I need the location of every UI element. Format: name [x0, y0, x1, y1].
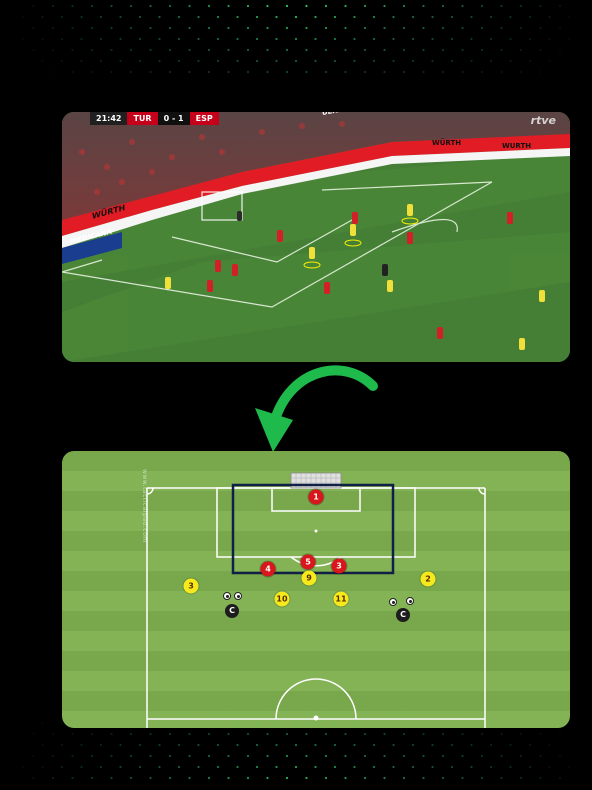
svg-text:WURTH: WURTH [502, 142, 531, 150]
watermark-text: www.tacticalpad.com [141, 469, 148, 543]
tactical-board: www.tacticalpad.com 1 4 5 3 3 9 10 11 2 … [62, 451, 570, 728]
yellow-player-11[interactable]: 11 [333, 591, 349, 607]
broadcaster-logo: rtve [530, 114, 556, 127]
ball-icon[interactable] [406, 597, 414, 605]
match-score: 0 - 1 [157, 112, 190, 125]
yellow-player-3[interactable]: 3 [183, 578, 199, 594]
match-clock: 21:42 [90, 112, 128, 125]
yellow-player-10[interactable]: 10 [274, 591, 290, 607]
red-player-4[interactable]: 4 [260, 561, 276, 577]
ball-icon[interactable] [389, 598, 397, 606]
top-dot-pattern [21, 4, 571, 74]
ball-icon[interactable] [234, 592, 242, 600]
red-player-5[interactable]: 5 [300, 554, 316, 570]
coach-marker[interactable]: C [225, 604, 239, 618]
coach-marker[interactable]: C [396, 608, 410, 622]
red-player-1[interactable]: 1 [308, 489, 324, 505]
svg-text:ÜLKER: ÜLKER [322, 112, 348, 117]
away-team: ESP [189, 112, 219, 125]
home-team: TUR [127, 112, 158, 125]
yellow-player-9[interactable]: 9 [301, 570, 317, 586]
ball-icon[interactable] [223, 592, 231, 600]
svg-text:WÜRTH: WÜRTH [432, 138, 461, 147]
red-player-3[interactable]: 3 [331, 558, 347, 574]
match-broadcast-image: MEDICANA WÜRTH ÜLKER WÜRTH WURTH [62, 112, 570, 362]
scorebug: 21:42 TUR 0 - 1 ESP [90, 112, 219, 125]
yellow-player-2[interactable]: 2 [420, 571, 436, 587]
curved-arrow-down-icon [245, 362, 385, 454]
bottom-dot-pattern [21, 710, 571, 780]
